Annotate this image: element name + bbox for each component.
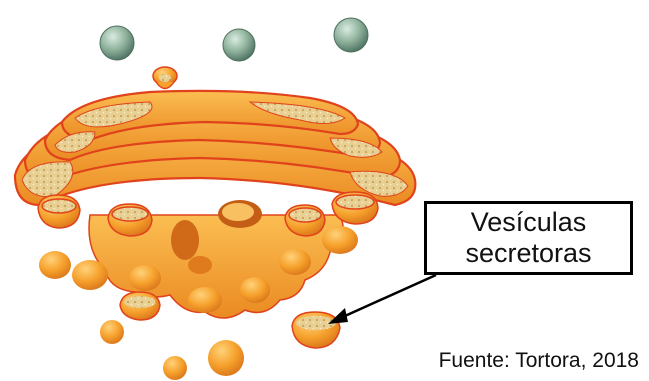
label-line-1: Vesículas	[471, 207, 587, 238]
label-line-2: secretoras	[465, 238, 591, 269]
vesicle-label-box: Vesículas secretoras	[424, 201, 633, 275]
fusing-vesicle	[153, 67, 177, 89]
label-arrow	[328, 275, 436, 324]
source-caption: Fuente: Tortora, 2018	[439, 349, 639, 373]
transport-vesicle	[334, 18, 368, 52]
transport-vesicle	[223, 29, 255, 61]
secretory-vesicle	[208, 340, 244, 376]
transport-vesicles	[100, 18, 368, 61]
transport-vesicle	[100, 26, 134, 60]
secretory-vesicle	[100, 320, 124, 344]
secretory-vesicle	[163, 356, 187, 380]
